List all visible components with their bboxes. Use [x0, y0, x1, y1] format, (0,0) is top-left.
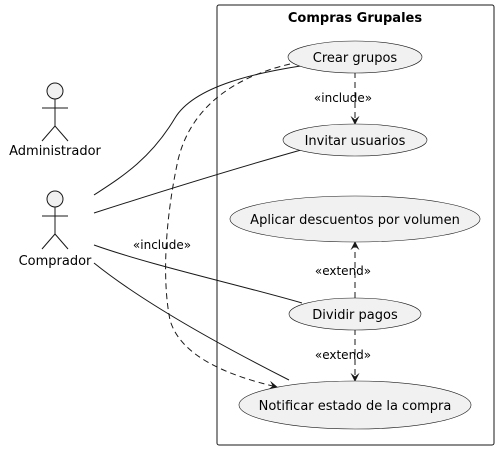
- actor-label: Comprador: [19, 254, 92, 269]
- include-crear-notificar-line: [165, 63, 291, 390]
- stick-figure-icon: [41, 82, 69, 142]
- use-case-notificar-estado: Notificar estado de la compra: [238, 380, 472, 430]
- system-title: Compras Grupales: [288, 11, 422, 26]
- association-comprador-dividir-pagos: [93, 244, 303, 304]
- actor-comprador: Comprador: [19, 190, 92, 269]
- extend-label-notificar: «extend»: [315, 348, 371, 362]
- extend-label-aplicar: «extend»: [315, 264, 371, 278]
- actor-administrador: Administrador: [9, 82, 102, 159]
- use-case-aplicar-descuentos: Aplicar descuentos por volumen: [229, 195, 481, 243]
- use-case-label: Aplicar descuentos por volumen: [250, 213, 460, 228]
- use-case-label: Dividir pagos: [312, 308, 398, 323]
- dependencies: [165, 63, 360, 390]
- use-case-label: Notificar estado de la compra: [259, 399, 452, 414]
- use-case-label: Invitar usuarios: [305, 134, 406, 149]
- actor-label: Administrador: [9, 144, 101, 159]
- use-case-dividir-pagos: Dividir pagos: [288, 297, 422, 331]
- use-case-label: Crear grupos: [313, 51, 398, 66]
- include-label-invitar: «include»: [314, 91, 372, 105]
- association-comprador-notificar: [93, 262, 290, 381]
- stick-figure-icon: [41, 190, 69, 250]
- use-case-crear-grupos: Crear grupos: [287, 40, 423, 74]
- association-comprador-invitar-usuarios: [93, 149, 302, 214]
- association-comprador-crear-grupos: [93, 64, 308, 196]
- include-label-notificar: «include»: [133, 238, 191, 252]
- associations: [93, 64, 308, 381]
- use-case-invitar-usuarios: Invitar usuarios: [282, 123, 428, 157]
